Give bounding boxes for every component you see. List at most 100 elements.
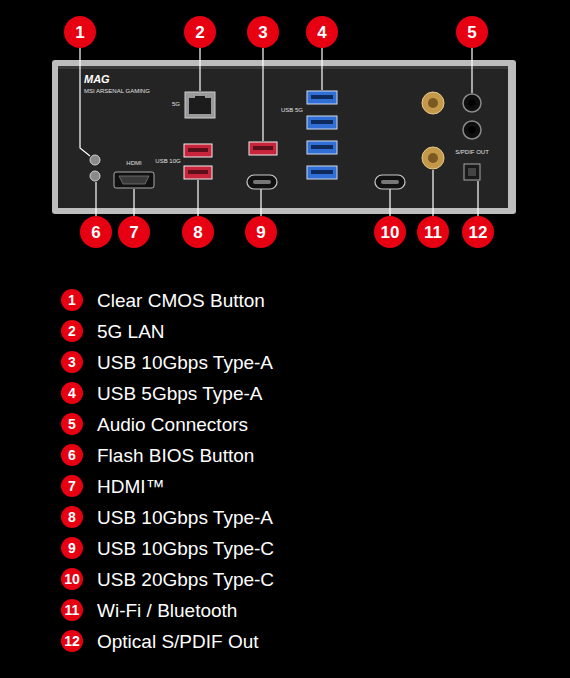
flash-bios-button — [90, 171, 100, 181]
legend-text: USB 5Gbps Type-A — [97, 384, 262, 403]
antenna-connector — [422, 147, 444, 169]
leader-line — [133, 189, 134, 216]
usb-c-tongue — [253, 180, 271, 184]
leader-line — [95, 182, 96, 216]
usb-a-blue-port — [307, 166, 337, 179]
io-shield-edge — [58, 66, 508, 69]
legend-number: 10 — [64, 572, 80, 586]
usb-a-red-port — [184, 166, 212, 179]
legend-text: Audio Connectors — [97, 415, 248, 434]
callout-circle — [247, 16, 279, 48]
legend-marker — [61, 568, 83, 590]
leader-line — [262, 48, 263, 141]
audio-jack-hole — [469, 127, 476, 134]
legend-text: HDMI™ — [97, 477, 165, 496]
leader-line — [199, 48, 200, 91]
callout-number: 12 — [469, 224, 488, 241]
lan-port-inner — [189, 98, 211, 114]
port-label: MSI ARSENAL GAMING — [84, 88, 150, 94]
usb-a-tongue — [253, 146, 273, 150]
audio-jack — [463, 94, 481, 112]
legend-marker — [61, 506, 83, 528]
port-label: USB 10G — [155, 158, 180, 164]
legend-number: 9 — [68, 541, 76, 555]
callout-number: 5 — [467, 24, 476, 41]
legend-item: USB 5Gbps Type-A — [97, 393, 262, 412]
legend-text: Clear CMOS Button — [97, 291, 265, 310]
usb-a-tongue — [311, 170, 333, 174]
legend-marker — [61, 351, 83, 373]
callout-markers — [61, 16, 494, 652]
leader-line — [80, 48, 90, 156]
legend-text: Flash BIOS Button — [97, 446, 254, 465]
callout-circle — [64, 16, 96, 48]
legend-number: 5 — [68, 417, 76, 431]
usb-a-tongue — [311, 145, 333, 149]
callout-number: 3 — [258, 24, 267, 41]
legend-number: 4 — [68, 386, 76, 400]
leader-line — [197, 180, 198, 216]
usb-a-blue-port — [307, 116, 337, 129]
antenna-connector-core — [428, 153, 438, 163]
callout-circle — [245, 216, 277, 248]
antenna-connector-core — [428, 98, 438, 108]
port-label: 5G — [172, 101, 180, 107]
callout-number: 7 — [129, 224, 138, 241]
usb-c-port — [375, 175, 405, 189]
legend-number: 7 — [68, 479, 76, 493]
usb-a-blue-port — [307, 91, 337, 104]
callout-number: 2 — [195, 24, 204, 41]
legend-marker — [61, 320, 83, 342]
usb-a-red-port — [249, 142, 277, 155]
hdmi-port — [114, 172, 154, 188]
legend-number: 6 — [68, 448, 76, 462]
callout-circle — [462, 216, 494, 248]
callout-number: 4 — [317, 24, 326, 41]
leader-line — [432, 170, 433, 216]
legend-item: USB 10Gbps Type-A — [97, 362, 273, 381]
leader-line — [321, 48, 322, 90]
legend-marker — [61, 630, 83, 652]
usb-a-tongue — [188, 148, 208, 152]
io-shield-frame — [52, 60, 516, 214]
audio-jack — [463, 121, 481, 139]
legend-text: USB 10Gbps Type-C — [97, 539, 274, 558]
leader-line — [389, 189, 390, 216]
leader-line — [260, 189, 261, 216]
legend-number: 11 — [65, 603, 80, 617]
usb-a-tongue — [311, 120, 333, 124]
legend-marker — [61, 382, 83, 404]
legend-marker — [61, 537, 83, 559]
port-label: S/PDIF OUT — [455, 149, 489, 155]
legend-number: 8 — [68, 510, 76, 524]
legend-text: USB 10Gbps Type-A — [97, 508, 273, 527]
legend-number: 2 — [68, 324, 76, 338]
legend-text: Wi-Fi / Bluetooth — [97, 601, 237, 620]
io-shield-plate — [58, 66, 508, 208]
usb-a-tongue — [311, 95, 333, 99]
hdmi-port-inner — [119, 176, 149, 184]
spdif-port-inner — [468, 168, 476, 176]
legend-marker — [61, 413, 83, 435]
legend-number: 1 — [68, 293, 76, 307]
legend-item: USB 20Gbps Type-C — [97, 579, 274, 598]
port-label: USB 5G — [281, 107, 303, 113]
legend-item: USB 10Gbps Type-C — [97, 548, 274, 567]
leader-lines — [80, 48, 478, 216]
callout-circle — [118, 216, 150, 248]
legend-marker — [61, 599, 83, 621]
spdif-port — [464, 164, 480, 180]
callout-circle — [417, 216, 449, 248]
callout-circle — [80, 216, 112, 248]
leader-line — [471, 48, 472, 93]
legend-item: Optical S/PDIF Out — [97, 641, 259, 660]
callout-number: 1 — [75, 24, 84, 41]
usb-a-tongue — [188, 170, 208, 174]
legend-number: 12 — [64, 634, 80, 648]
legend-marker — [61, 475, 83, 497]
legend-item: Clear CMOS Button — [97, 300, 265, 319]
lan-port — [185, 92, 215, 118]
callout-number: 9 — [256, 224, 265, 241]
